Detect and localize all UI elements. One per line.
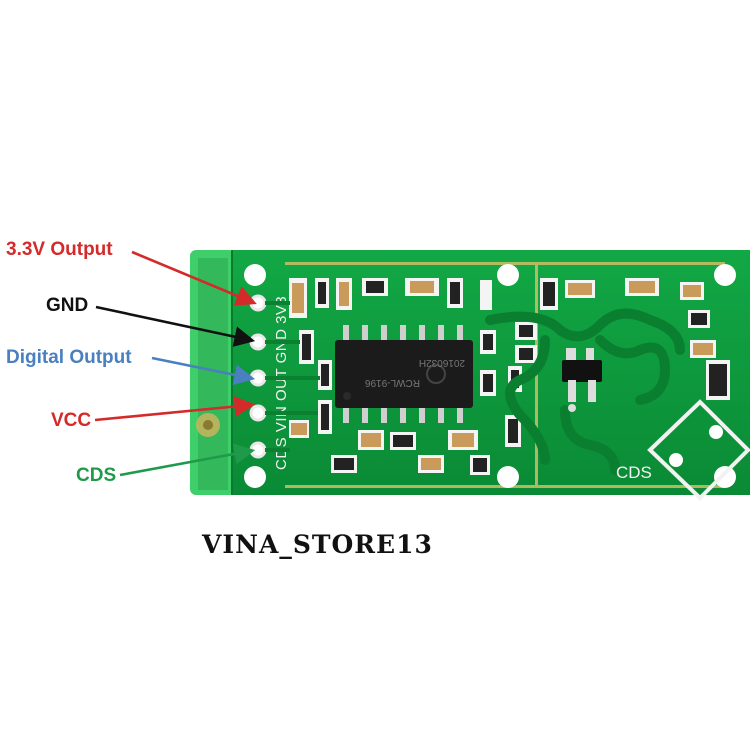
rf-transistor bbox=[562, 348, 602, 412]
cds-footprint: CDS bbox=[616, 399, 750, 501]
ic-marking-line2: 2016032H bbox=[419, 357, 465, 368]
smd-components bbox=[289, 278, 730, 475]
arrow-vcc bbox=[94, 396, 256, 422]
mounting-holes bbox=[244, 264, 736, 488]
arrow-3v3 bbox=[131, 250, 257, 306]
pin-gnd bbox=[249, 333, 267, 351]
pin-cds bbox=[249, 441, 267, 459]
pin-vin bbox=[249, 404, 267, 422]
label-gnd: GND bbox=[46, 295, 89, 316]
label-cds: CDS bbox=[76, 465, 117, 486]
pointer-arrows bbox=[94, 250, 257, 477]
ic-marking-line1: RCWL-9196 bbox=[365, 377, 420, 388]
pin-out bbox=[249, 369, 267, 387]
cds-silkscreen-label: CDS bbox=[616, 463, 652, 482]
label-vcc: VCC bbox=[51, 410, 92, 431]
pin-names-silkscreen: CDS VIN OUT GND 3V3 bbox=[273, 296, 290, 470]
label-digital-output: Digital Output bbox=[6, 347, 132, 368]
arrow-cds bbox=[119, 443, 256, 477]
arrow-digital-output bbox=[151, 356, 256, 386]
arrow-gnd bbox=[95, 305, 256, 347]
store-watermark: VINA_STORE13 bbox=[202, 530, 433, 559]
pin-3v3 bbox=[249, 294, 267, 312]
ic-chip: RCWL-9196 2016032H bbox=[335, 325, 473, 423]
antenna-pattern bbox=[485, 308, 685, 475]
label-3v3-output: 3.3V Output bbox=[6, 239, 113, 260]
